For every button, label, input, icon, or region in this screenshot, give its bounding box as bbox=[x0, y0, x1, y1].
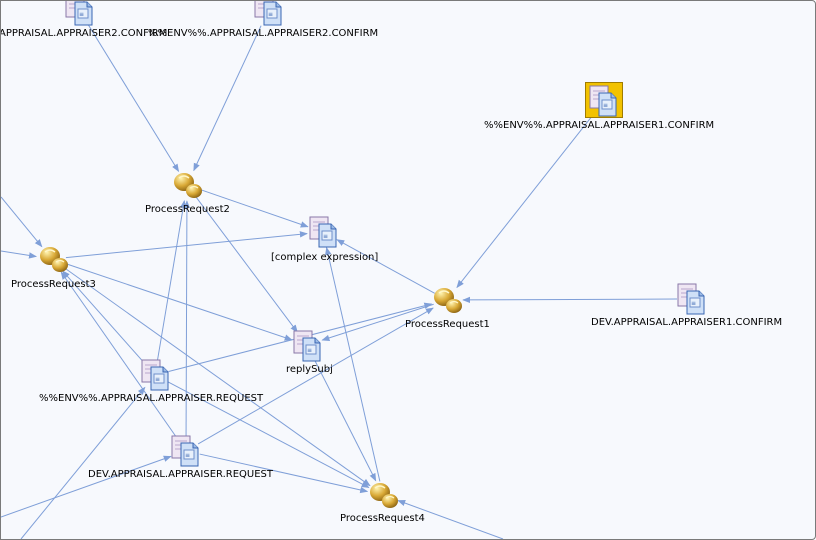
edge-offscreen_left_top-to-process_request3[interactable] bbox=[1, 196, 43, 248]
edge-dev_appraiser_request-to-process_request1[interactable] bbox=[197, 307, 434, 445]
node-label: [complex expression] bbox=[271, 252, 379, 263]
subject-icon[interactable]: ≡ bbox=[291, 329, 325, 363]
subject-icon[interactable]: ≡ bbox=[139, 358, 173, 392]
subject-icon[interactable]: ≡ bbox=[169, 434, 203, 468]
node-label: ProcessRequest4 bbox=[340, 513, 425, 524]
svg-text:≡: ≡ bbox=[268, 11, 273, 18]
edge-dev_appraiser_request-to-process_request3[interactable] bbox=[60, 271, 179, 440]
process-request-icon[interactable] bbox=[431, 284, 465, 318]
node-label: %%ENV%%.APPRAISAL.APPRAISER.REQUEST bbox=[39, 393, 264, 404]
edge-env_appraiser_request-to-process_request3[interactable] bbox=[62, 270, 147, 365]
node-label: replySubj bbox=[286, 364, 333, 375]
edge-env_appraiser_request-to-process_request2[interactable] bbox=[156, 199, 187, 362]
node-label: %%ENV%%.APPRAISAL.APPRAISER1.CONFIRM bbox=[484, 120, 715, 131]
process-request-icon[interactable] bbox=[171, 169, 205, 203]
edge-process_request3-to-process_request4[interactable] bbox=[63, 266, 371, 487]
edge-offscreen_bottom_left-to-dev_appraiser_request[interactable] bbox=[1, 455, 172, 518]
edge-env_appraiser_request-to-process_request4[interactable] bbox=[167, 381, 370, 488]
svg-text:≡: ≡ bbox=[603, 102, 608, 109]
svg-text:≡: ≡ bbox=[155, 376, 160, 383]
edge-dev_appraiser_request-to-process_request4[interactable] bbox=[199, 453, 369, 494]
edge-offscreen_bottom_left2-to-env_appraiser_request[interactable] bbox=[20, 386, 146, 539]
subject-icon[interactable]: ≡ bbox=[675, 282, 709, 316]
node-label: ProcessRequest2 bbox=[145, 204, 230, 215]
node-label: DEV.APPRAISAL.APPRAISER.REQUEST bbox=[88, 469, 274, 480]
svg-text:≡: ≡ bbox=[79, 11, 84, 18]
edge-env_appraiser1_confirm-to-process_request1[interactable] bbox=[456, 111, 596, 289]
node-label: DEV.APPRAISAL.APPRAISER1.CONFIRM bbox=[591, 317, 783, 328]
edge-process_request2-to-complex_expression[interactable] bbox=[200, 189, 309, 228]
edge-process_request4-to-complex_expression[interactable] bbox=[325, 246, 381, 482]
edge-dev_appraiser_request-to-process_request2[interactable] bbox=[183, 200, 191, 438]
subject-icon[interactable]: ≡ bbox=[587, 84, 621, 118]
node-label: %%ENV%%.APPRAISAL.APPRAISER2.CONFIRM bbox=[148, 28, 379, 39]
edge-process_request1-to-complex_expression[interactable] bbox=[336, 239, 435, 294]
svg-text:≡: ≡ bbox=[307, 347, 312, 354]
node-label: APPRAISAL.APPRAISER2.CONFIRM bbox=[0, 28, 168, 39]
edge-process_request2-to-reply_subj[interactable] bbox=[194, 195, 298, 333]
edge-offscreen_bottom_right-to-process_request4[interactable] bbox=[397, 499, 504, 539]
subject-icon[interactable]: ≡ bbox=[63, 1, 97, 27]
node-label: ProcessRequest1 bbox=[405, 319, 490, 330]
edge-process_request1-to-reply_subj[interactable] bbox=[321, 303, 434, 341]
svg-text:≡: ≡ bbox=[185, 452, 190, 459]
svg-text:≡: ≡ bbox=[323, 233, 328, 240]
svg-text:≡: ≡ bbox=[691, 300, 696, 307]
edge-dev_appraiser1_confirm-to-process_request1[interactable] bbox=[462, 296, 678, 304]
edge-process_request3-to-reply_subj[interactable] bbox=[65, 263, 293, 341]
subject-icon[interactable]: ≡ bbox=[307, 215, 341, 249]
edge-env_appraiser2_confirm-to-process_request2[interactable] bbox=[193, 25, 262, 172]
edge-offscreen_left_mid-to-process_request3[interactable] bbox=[1, 250, 37, 259]
edge-reply_subj-to-process_request4[interactable] bbox=[312, 357, 377, 482]
process-request-icon[interactable] bbox=[37, 243, 71, 277]
edge-env_appraiser2_confirm_top_left-to-process_request2[interactable] bbox=[87, 24, 180, 173]
node-label: ProcessRequest3 bbox=[11, 279, 96, 290]
process-request-icon[interactable] bbox=[367, 479, 401, 513]
subject-icon[interactable]: ≡ bbox=[252, 1, 286, 27]
